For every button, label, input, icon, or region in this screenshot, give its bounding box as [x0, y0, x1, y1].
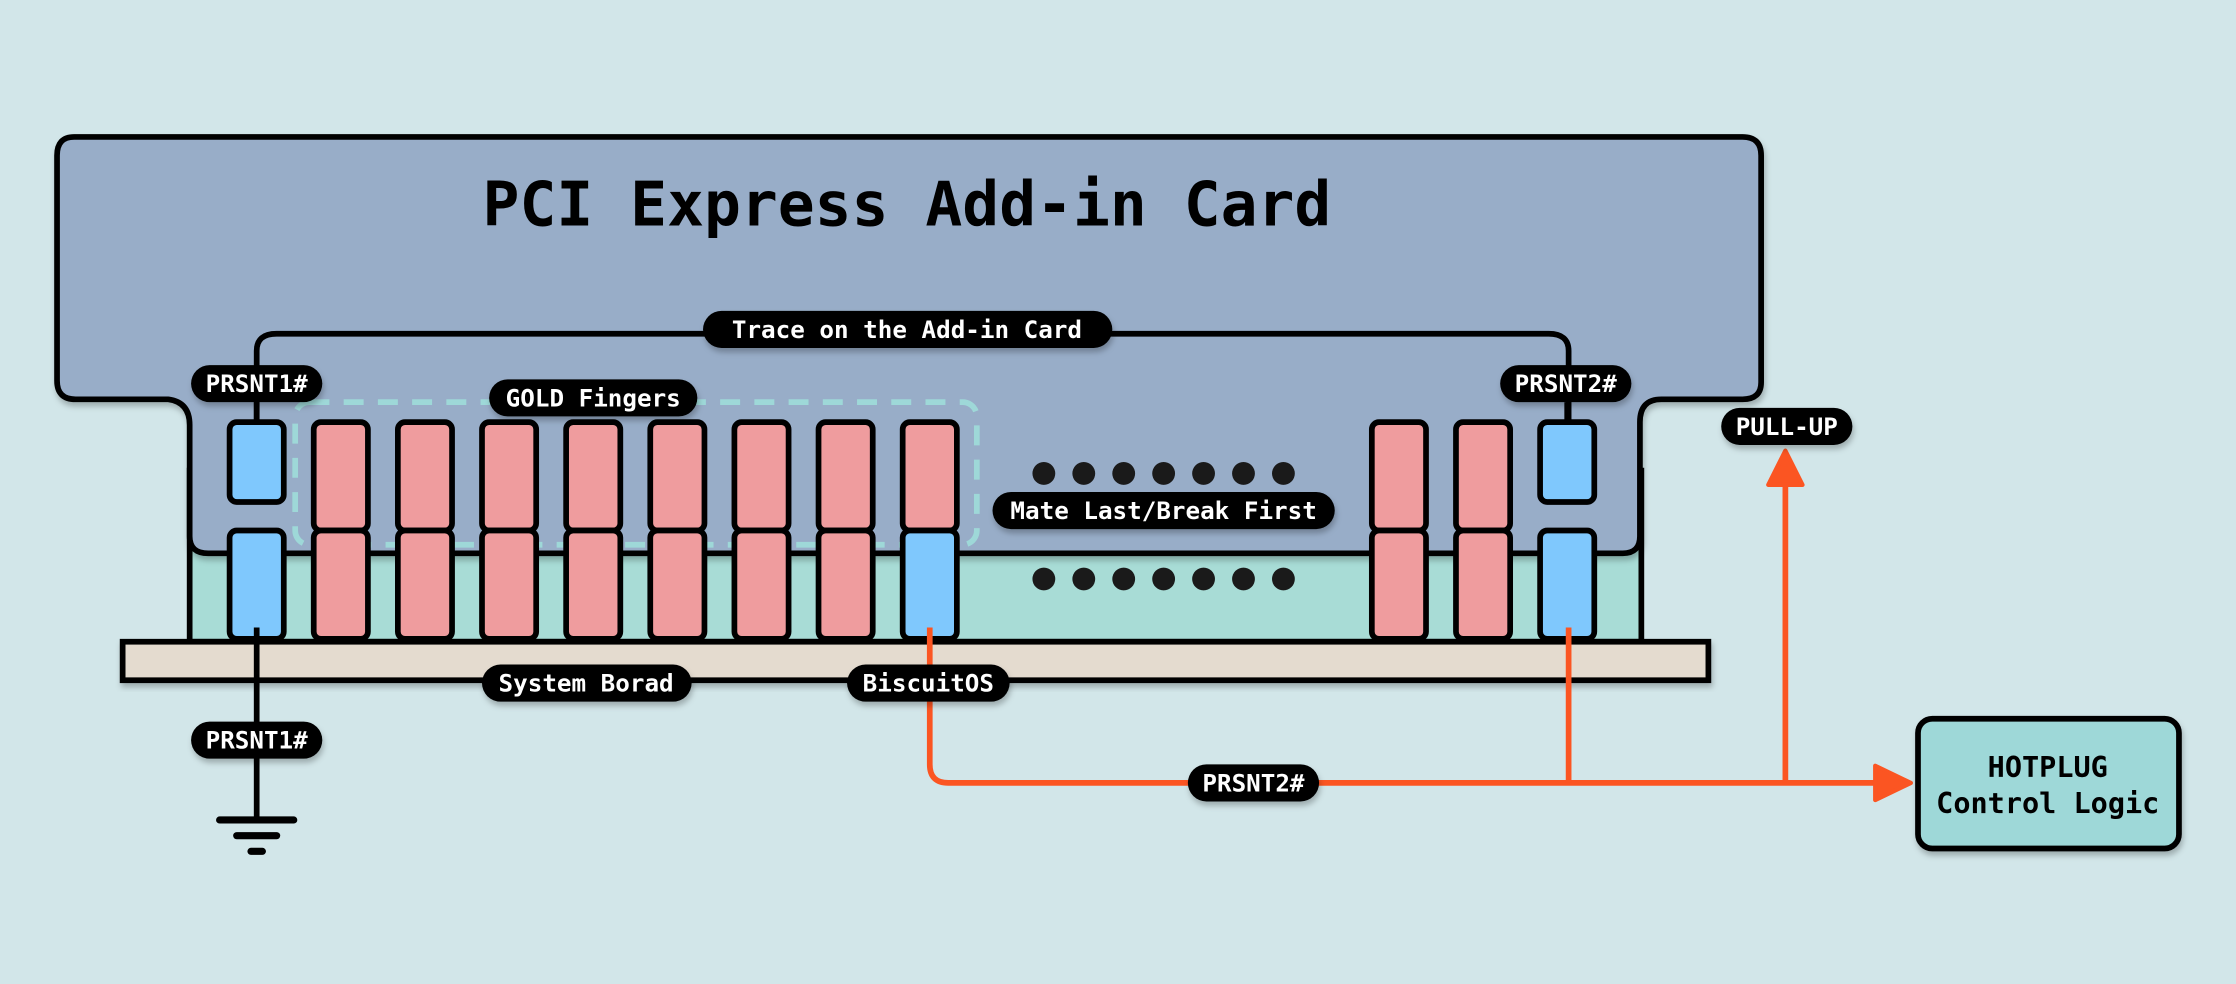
gold-fingers-label: GOLD Fingers	[489, 379, 698, 417]
svg-text:PRSNT2#: PRSNT2#	[1515, 369, 1618, 398]
prsnt1-ground-label: PRSNT1#	[191, 721, 323, 759]
finger-top	[310, 419, 371, 534]
dot	[1272, 462, 1295, 485]
finger-bottom-blue	[899, 527, 960, 642]
short-finger-bottom	[226, 527, 287, 642]
dot	[1072, 567, 1096, 591]
hotplug-control-logic	[1915, 715, 2182, 852]
dot	[1032, 567, 1056, 591]
card-title: PCI Express Add-in Card	[483, 169, 1332, 240]
finger-bottom	[647, 527, 708, 642]
trace-label: Trace on the Add-in Card	[703, 310, 1113, 348]
pull-up-arrow-icon	[1766, 448, 1805, 488]
prsnt1-card-label: PRSNT1#	[191, 365, 323, 403]
finger-top	[563, 419, 624, 534]
finger-bottom	[1453, 527, 1514, 642]
dot	[1152, 462, 1176, 485]
finger-bottom	[731, 527, 792, 642]
finger-bottom	[815, 527, 876, 642]
svg-text:PRSNT2#: PRSNT2#	[1202, 768, 1305, 797]
dot	[1272, 567, 1295, 591]
prsnt2-signal-wire	[926, 627, 1883, 786]
pull-up-label: PULL-UP	[1721, 407, 1853, 445]
svg-text:GOLD Fingers: GOLD Fingers	[506, 383, 681, 412]
short-finger-top	[1537, 419, 1598, 505]
ground-icon	[216, 816, 298, 855]
short-finger-top	[226, 419, 287, 505]
biscuitos-label: BiscuitOS	[847, 664, 1010, 702]
prsnt2-card-label: PRSNT2#	[1500, 365, 1632, 403]
finger-top	[899, 419, 960, 534]
hotplug-line1: HOTPLUG	[1988, 751, 2108, 784]
finger-top	[1453, 419, 1514, 534]
gold-fingers	[226, 402, 1598, 642]
svg-text:PRSNT1#: PRSNT1#	[206, 369, 309, 398]
system-board-label: System Borad	[481, 664, 692, 702]
mate-last-label: Mate Last/Break First	[992, 492, 1335, 530]
svg-text:System Borad: System Borad	[499, 669, 674, 698]
hotplug-arrow-icon	[1873, 763, 1914, 803]
dot	[1112, 462, 1136, 485]
dot	[1112, 567, 1136, 591]
finger-top	[647, 419, 708, 534]
prsnt2-signal-label: PRSNT2#	[1187, 764, 1320, 802]
finger-top	[479, 419, 540, 534]
dot	[1152, 567, 1176, 591]
svg-text:BiscuitOS: BiscuitOS	[863, 669, 994, 698]
hotplug-line2: Control Logic	[1936, 787, 2159, 820]
dot	[1072, 462, 1096, 485]
finger-bottom	[479, 527, 540, 642]
svg-text:PULL-UP: PULL-UP	[1736, 412, 1838, 441]
finger-top	[395, 419, 455, 534]
dot	[1192, 462, 1215, 485]
dot	[1232, 567, 1255, 591]
dot	[1192, 567, 1215, 591]
finger-top	[815, 419, 876, 534]
finger-top	[1368, 419, 1429, 534]
svg-text:Trace on the Add-in Card: Trace on the Add-in Card	[732, 315, 1082, 344]
svg-text:Mate Last/Break First: Mate Last/Break First	[1010, 496, 1316, 525]
finger-bottom	[1368, 527, 1429, 642]
dot	[1032, 462, 1056, 485]
mate-last-dots	[1032, 462, 1295, 591]
finger-bottom	[395, 527, 455, 642]
finger-bottom	[563, 527, 624, 642]
finger-bottom	[310, 527, 371, 642]
svg-text:PRSNT1#: PRSNT1#	[206, 726, 309, 755]
dot	[1232, 462, 1255, 485]
finger-top	[731, 419, 792, 534]
short-finger-bottom	[1537, 527, 1598, 642]
